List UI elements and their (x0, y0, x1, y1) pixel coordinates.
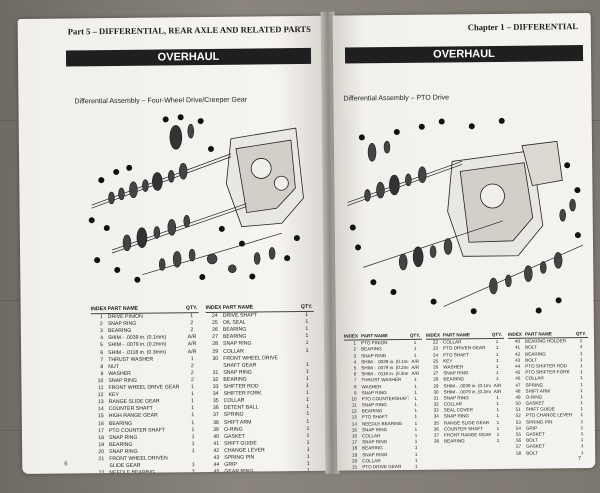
header-qty: QTY. (185, 305, 198, 312)
qty-cell: 1 (496, 438, 500, 444)
table-row: 38 BEARING 1 (427, 438, 505, 445)
header-part-name: PART NAME (222, 304, 254, 311)
right-page: Chapter 1 – DIFFERENTIAL OVERHAUL Differ… (332, 12, 596, 471)
left-callouts (88, 114, 300, 283)
right-gears (364, 140, 576, 295)
header-part-name: PART NAME (524, 331, 552, 337)
index-cell: 58 (516, 450, 522, 456)
part-name-cell: BOLT (526, 450, 538, 456)
left-exploded-diagram (88, 114, 304, 283)
header-part-name: PART NAME (442, 332, 470, 338)
header-part-name: PART NAME (107, 305, 139, 313)
index-cell: 38 (433, 438, 440, 444)
right-exploded-diagram (347, 117, 584, 315)
left-running-head: Part 5 – DIFFERENTIAL, REAR AXLE AND REL… (67, 23, 311, 37)
right-running-head: Chapter 1 – DIFFERENTIAL (467, 21, 579, 33)
left-page: Part 5 – DIFFERENTIAL, REAR AXLE AND REL… (17, 15, 328, 474)
header-index: INDEX (205, 304, 222, 312)
header-qty: QTY. (491, 331, 503, 338)
qty-cell: 1 (415, 463, 418, 469)
index-cell: 45 (213, 469, 220, 474)
header-qty: QTY. (409, 332, 421, 338)
header-part-name: PART NAME (360, 333, 388, 339)
right-diagram-title: Differential Assembly – PTO Drive (343, 94, 450, 103)
part-name-cell: BEARING (444, 438, 465, 444)
qty-cell: 1 (580, 449, 584, 455)
qty-cell: 2 (191, 469, 195, 474)
left-gears (108, 123, 276, 273)
table-row: 22 NEEDLE BEARING 2 (92, 469, 200, 474)
index-cell: 21 (352, 464, 358, 470)
header-qty: QTY. (575, 331, 587, 337)
left-page-number: 6 (64, 461, 68, 468)
header-index: INDEX (507, 331, 523, 337)
manual-book: Part 5 – DIFFERENTIAL, REAR AXLE AND REL… (16, 3, 596, 487)
header-qty: QTY. (300, 303, 313, 311)
right-housing (447, 140, 563, 257)
header-index: INDEX (425, 332, 441, 338)
right-callouts (349, 117, 581, 315)
right-section-bar: OVERHAUL (344, 45, 584, 64)
left-housing (225, 127, 304, 228)
table-row: 21 PTO DRIVE GEAR 1 (345, 464, 423, 471)
right-page-number: 7 (577, 456, 582, 463)
qty-cell: 1 (306, 468, 310, 474)
part-name-cell: NEEDLE BEARING (109, 469, 155, 474)
header-index: INDEX (90, 306, 107, 313)
left-diagram-title: Differential Assembly – Four-Wheel Drive… (74, 96, 248, 106)
part-name-cell: GEAR RING (224, 468, 254, 474)
table-row: 45 GEAR RING 1 (207, 468, 315, 474)
left-section-bar: OVERHAUL (65, 47, 312, 67)
header-index: INDEX (343, 333, 359, 339)
index-cell: 22 (98, 470, 105, 474)
part-name-cell: PTO DRIVE GEAR (362, 463, 402, 470)
